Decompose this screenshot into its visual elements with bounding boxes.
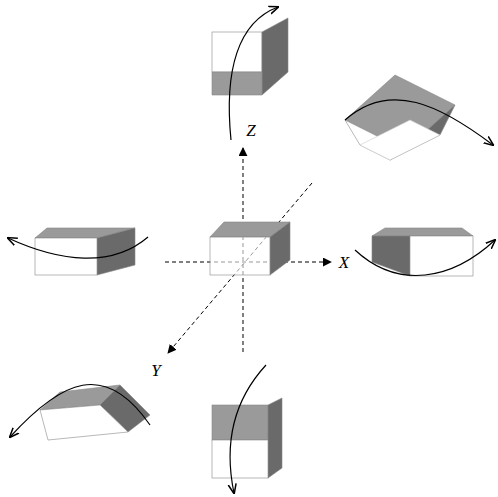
y-axis — [168, 183, 312, 353]
axis-label: Z — [246, 122, 255, 139]
rotation-arrow — [345, 100, 493, 145]
center-box — [210, 222, 290, 275]
axes — [165, 148, 331, 353]
axis-label: Y — [151, 362, 160, 379]
rotation-arrows — [8, 7, 495, 493]
rotation-arrow — [230, 365, 266, 493]
rotation-arrow — [229, 7, 278, 140]
bottom-box — [212, 398, 282, 478]
lower-left-box — [40, 385, 150, 440]
top-box — [212, 18, 288, 95]
right-box — [372, 228, 473, 276]
upper-right-box — [345, 75, 455, 160]
rotation-arrow — [10, 384, 150, 437]
axis-label: X — [339, 254, 349, 271]
rotation-arrow — [355, 240, 495, 275]
rotation-arrow — [8, 237, 148, 258]
left-box — [35, 228, 135, 275]
